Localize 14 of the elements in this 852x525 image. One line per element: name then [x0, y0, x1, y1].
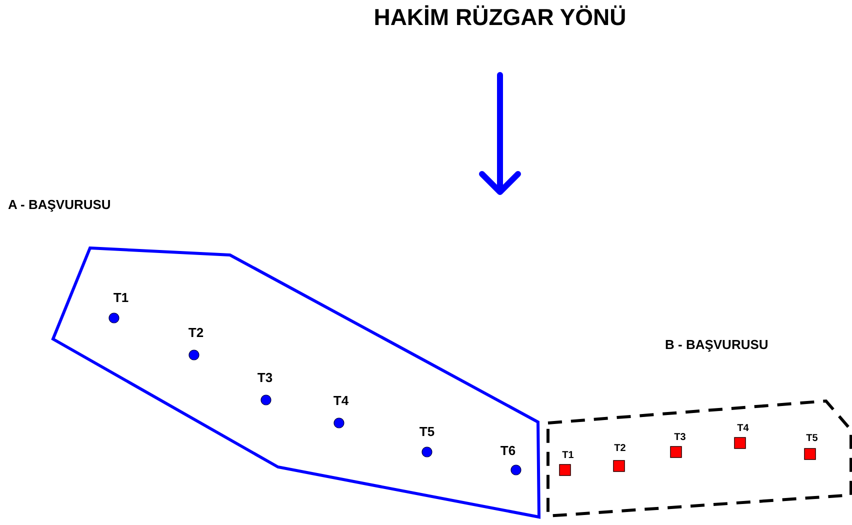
- turbine-label: T1: [562, 451, 574, 461]
- turbine-label: T6: [500, 444, 516, 456]
- title: HAKİM RÜZGAR YÖNÜ: [372, 4, 628, 31]
- turbine-label: T5: [419, 424, 435, 438]
- turbine-label: T3: [257, 370, 273, 384]
- turbine-label: T2: [188, 326, 204, 338]
- turbine-label: T4: [333, 394, 349, 406]
- turbine-label: T2: [614, 444, 626, 454]
- turbine-label: T3: [674, 433, 686, 443]
- area-heading: A - BAŞVURUSU: [8, 197, 111, 212]
- area-heading: B - BAŞVURUSU: [665, 337, 768, 352]
- turbine-label: T5: [806, 434, 818, 444]
- turbine-label: T4: [737, 424, 749, 434]
- turbine-label: T1: [113, 290, 129, 304]
